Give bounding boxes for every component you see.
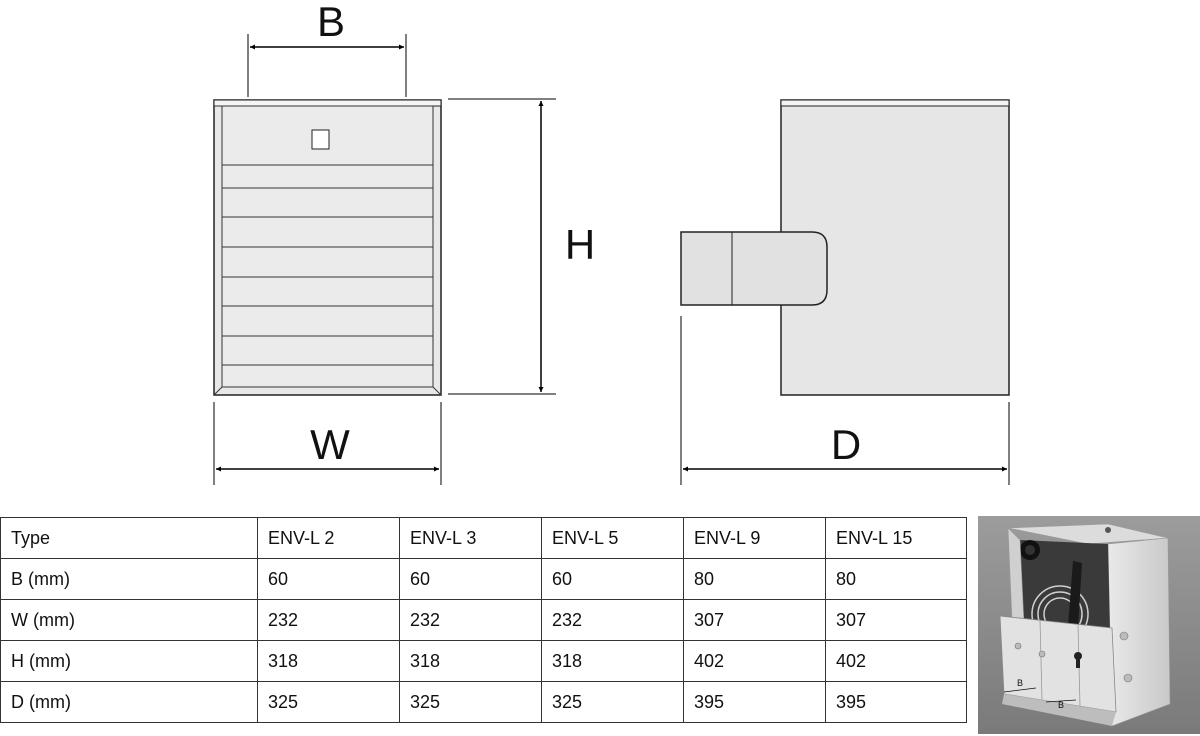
spec-table: Type ENV-L 2 ENV-L 3 ENV-L 5 ENV-L 9 ENV… — [0, 517, 967, 723]
table-row: D (mm) 325 325 325 395 395 — [0, 681, 967, 723]
dimension-h: H — [448, 98, 595, 395]
table-cell: 325 — [541, 681, 684, 723]
table-header-row: Type ENV-L 2 ENV-L 3 ENV-L 5 ENV-L 9 ENV… — [0, 517, 967, 559]
header-cell: ENV-L 2 — [257, 517, 400, 559]
header-cell: ENV-L 9 — [683, 517, 826, 559]
table-cell: 402 — [825, 640, 967, 682]
table-cell: 80 — [825, 558, 967, 600]
table-cell: 395 — [683, 681, 826, 723]
side-view — [680, 99, 1010, 396]
dimension-b: B — [247, 0, 407, 97]
row-label: D (mm) — [0, 681, 258, 723]
table-cell: 232 — [541, 599, 684, 641]
table-cell: 307 — [825, 599, 967, 641]
dimension-w: W — [213, 402, 442, 485]
label-w: W — [310, 421, 350, 468]
table-row: H (mm) 318 318 318 402 402 — [0, 640, 967, 682]
dimension-d: D — [680, 316, 1010, 485]
table-cell: 325 — [399, 681, 542, 723]
label-h: H — [565, 221, 595, 268]
photo-label-b-right: B — [1058, 700, 1064, 710]
table-row: B (mm) 60 60 60 80 80 — [0, 558, 967, 600]
table-cell: 232 — [399, 599, 542, 641]
header-cell: Type — [0, 517, 258, 559]
table-row: W (mm) 232 232 232 307 307 — [0, 599, 967, 641]
row-label: W (mm) — [0, 599, 258, 641]
table-cell: 307 — [683, 599, 826, 641]
label-d: D — [831, 421, 861, 468]
dimension-drawing: B H W D — [213, 0, 1010, 485]
photo-label-b-left: B — [1017, 678, 1023, 688]
label-b: B — [317, 0, 345, 45]
table-cell: 232 — [257, 599, 400, 641]
table-cell: 318 — [541, 640, 684, 682]
header-cell: ENV-L 3 — [399, 517, 542, 559]
table-cell: 60 — [399, 558, 542, 600]
front-view — [213, 99, 442, 396]
row-label: B (mm) — [0, 558, 258, 600]
table-cell: 80 — [683, 558, 826, 600]
table-cell: 402 — [683, 640, 826, 682]
table-cell: 318 — [399, 640, 542, 682]
header-cell: ENV-L 5 — [541, 517, 684, 559]
table-cell: 60 — [541, 558, 684, 600]
product-photo: B B — [978, 516, 1200, 734]
header-cell: ENV-L 15 — [825, 517, 967, 559]
table-cell: 325 — [257, 681, 400, 723]
row-label: H (mm) — [0, 640, 258, 682]
table-cell: 395 — [825, 681, 967, 723]
table-cell: 318 — [257, 640, 400, 682]
table-cell: 60 — [257, 558, 400, 600]
